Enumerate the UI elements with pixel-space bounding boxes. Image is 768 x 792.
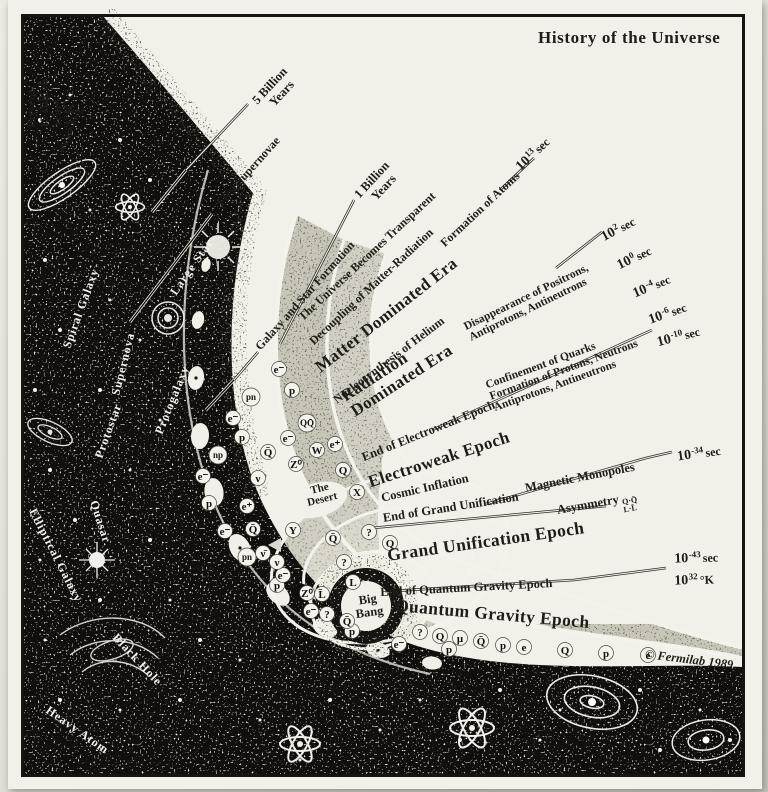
particle-symbol: μ [457, 633, 464, 645]
particle-symbol: ? [417, 627, 423, 639]
particle-symbol: Q̄ [343, 616, 352, 628]
particle-symbol: ? [366, 527, 372, 539]
particle-symbol: p [603, 648, 609, 660]
particle-symbol: e⁻ [278, 570, 289, 582]
particle-symbol: Q̄ [329, 533, 338, 545]
particle-symbol: p [289, 385, 295, 397]
particle-symbol: Q [339, 465, 348, 477]
desert-oval [286, 481, 348, 519]
particle-symbol: e⁻ [283, 433, 294, 445]
particle-symbol: Z⁰ [290, 459, 302, 471]
particle-symbol: e⁺ [242, 501, 253, 513]
particle-symbol: pn [242, 552, 252, 562]
ringed-star-icon [151, 301, 185, 335]
particle-symbol: QQ̄ [300, 418, 314, 428]
particle-symbol: p [446, 644, 452, 656]
particle-symbol: ? [324, 609, 330, 621]
particle-symbol: Q [436, 631, 445, 643]
particle-symbol: e⁻ [220, 526, 231, 538]
particle-symbol: L̄ [318, 589, 325, 601]
particle-symbol: e⁻ [228, 413, 239, 425]
supernova-icon [194, 223, 242, 271]
particle-symbol: p [274, 580, 280, 592]
particle-symbol: e⁻ [274, 364, 285, 376]
particle-symbol: e [522, 642, 527, 654]
particle-symbol: e⁻ [306, 606, 317, 618]
quasar-icon [79, 542, 115, 578]
particle-symbol: np [213, 450, 223, 460]
particle-symbol: ν [255, 473, 261, 485]
particle-symbol: e⁻ [394, 639, 405, 651]
particle-symbol: X [353, 487, 361, 499]
particle-symbol: e⁺ [330, 439, 341, 451]
particle-symbol: p [349, 626, 355, 638]
leader-lines [75, 103, 673, 594]
atom-icon-bottom [279, 725, 321, 763]
spiral-galaxy-icon [27, 159, 97, 211]
particle-symbol: ν [274, 557, 280, 569]
black-hole-icon [59, 617, 166, 676]
atom-icon-bottom2 [449, 707, 495, 749]
star-dots [33, 93, 732, 762]
particle-symbol: e [646, 650, 651, 662]
temp-label-10e32-k: 1032°K [674, 571, 715, 589]
particle-symbol: Q [386, 538, 395, 550]
particle-symbol: p [239, 432, 245, 444]
particle-symbol: Q̄ [477, 636, 486, 648]
particle-symbol: Y [289, 525, 297, 537]
white-wedge [377, 320, 742, 624]
particle-symbol: L [349, 577, 356, 589]
atom-icon [114, 193, 146, 221]
white-leader-lines [128, 169, 236, 412]
particle-symbol: ? [341, 557, 347, 569]
we-are-here-arrow [75, 147, 89, 177]
particle-symbol: Q [561, 645, 570, 657]
particle-symbol: Q̄ [264, 447, 273, 459]
particle-symbol: Z⁰ [301, 588, 313, 600]
particle-symbol: ν̄ [260, 548, 268, 560]
page-title: History of the Universe [538, 28, 721, 47]
particle-symbol: Q̄ [249, 524, 258, 536]
particle-symbol: p [500, 640, 506, 652]
small-spiral-icon [27, 417, 73, 447]
particle-symbol: e⁻ [198, 471, 209, 483]
bottom-spiral-icon [545, 674, 639, 730]
particle-symbol: pn [246, 392, 256, 402]
particle-symbol: W [312, 445, 323, 457]
poster-frame [21, 14, 745, 777]
particle-symbol: p [206, 498, 212, 510]
bottom-spiral-icon2 [671, 718, 741, 762]
